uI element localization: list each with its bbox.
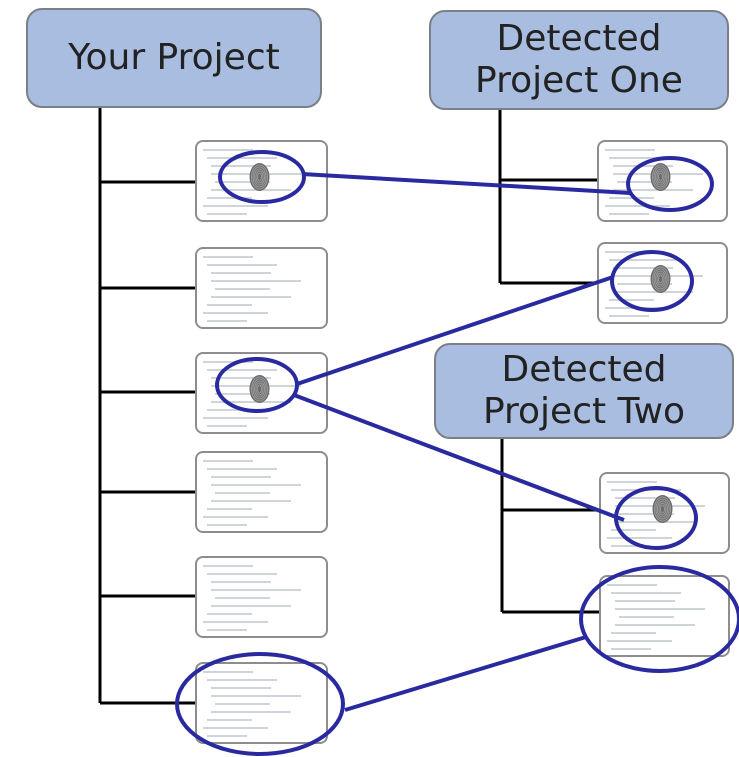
match-line [344,635,587,712]
file-thumbnail [203,361,301,427]
file-thumbnail [605,149,703,215]
your-project-box: Your Project [26,8,322,108]
fingerprint-icon [650,163,671,191]
match-ellipse-detected-two-file-2 [579,565,739,673]
detected-project-two-box: Detected Project Two [434,343,734,439]
your-file-2 [195,247,328,329]
file-thumbnail [203,565,301,631]
detected-two-file-2 [599,575,730,657]
match-ellipse-your-file-6 [175,652,345,756]
fingerprint-icon [249,375,270,403]
your-file-5 [195,556,328,638]
match-ellipse-detected-one-file-1 [626,156,714,212]
your-file-6 [195,662,328,744]
match-ellipse-detected-one-file-2 [610,250,694,312]
match-ellipse-detected-two-file-1 [614,486,698,550]
match-ellipse-your-file-1 [218,150,306,204]
your-project-label: Your Project [68,36,280,78]
your-file-4 [195,451,328,533]
file-thumbnail [203,256,301,322]
detected-project-one-box: Detected Project One [429,10,729,110]
match-line [296,275,614,386]
file-thumbnail [203,671,301,737]
detected-project-one-label: Detected Project One [475,17,683,101]
match-line [301,172,631,195]
match-line [293,393,625,522]
detected-two-file-1 [599,472,730,554]
match-ellipse-your-file-3 [215,357,299,413]
file-thumbnail [607,584,705,650]
fingerprint-icon [249,163,270,191]
file-thumbnail [203,460,301,526]
fingerprint-icon [652,495,673,523]
your-file-3 [195,352,328,434]
detected-project-two-label: Detected Project Two [482,348,686,432]
fingerprint-icon [650,265,671,293]
